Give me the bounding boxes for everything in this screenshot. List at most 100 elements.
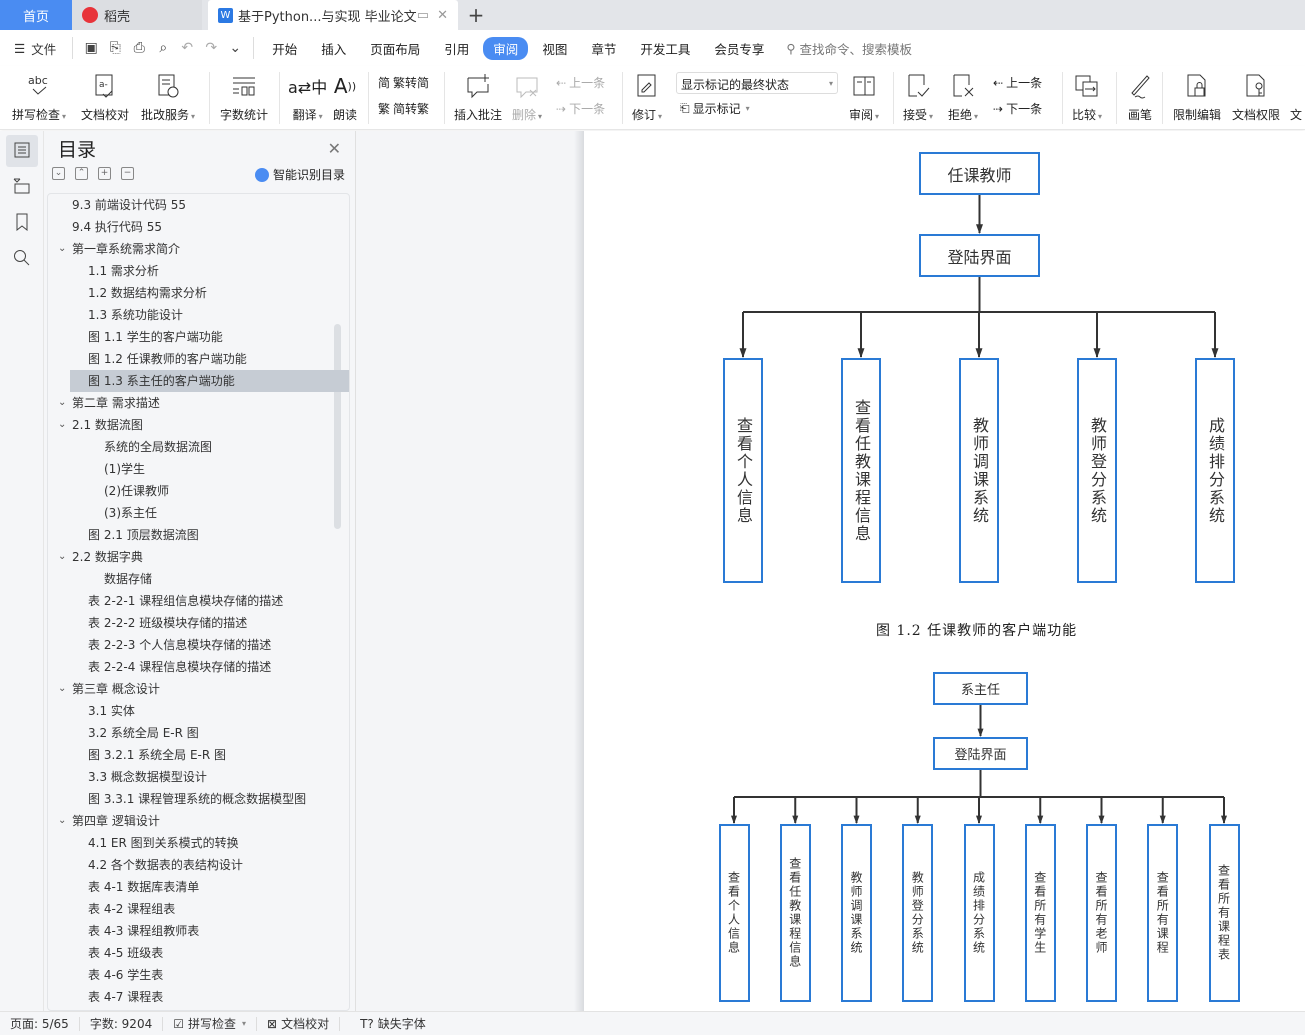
toc-item[interactable]: (3)系主任 (48, 502, 349, 524)
toc-item[interactable]: 1.3 系统功能设计 (48, 304, 349, 326)
next-comment-button[interactable]: ⇢下一条 (556, 100, 605, 117)
export-pdf-icon[interactable]: ⎘ (109, 40, 121, 56)
translate-button[interactable]: a⇄中翻译▾ (288, 70, 327, 123)
toc-item[interactable]: 图 2.1 顶层数据流图 (48, 524, 349, 546)
new-tab-button[interactable]: + (467, 3, 485, 27)
toc-item[interactable]: ⌄2.2 数据字典 (48, 546, 349, 568)
toc-item[interactable]: 表 2-2-1 课程组信息模块存储的描述 (48, 590, 349, 612)
undo-icon[interactable]: ↶ (181, 40, 194, 56)
next-change-button[interactable]: ⇢下一条 (993, 100, 1042, 117)
toc-item[interactable]: 图 1.2 任课教师的客户端功能 (48, 348, 349, 370)
pen-button[interactable]: 画笔 (1127, 70, 1153, 123)
toc-item[interactable]: 图 3.2.1 系统全局 E-R 图 (48, 744, 349, 766)
toc-item[interactable]: 3.3 概念数据模型设计 (48, 766, 349, 788)
expand-all-icon[interactable]: + (98, 167, 111, 180)
simp-to-trad-button[interactable]: 繁简转繁 (378, 100, 429, 117)
spell-check-status[interactable]: ☑拼写检查▾ (163, 1016, 258, 1031)
correction-service-button[interactable]: 批改服务▾ (141, 70, 195, 123)
file-menu[interactable]: ☰文件 (0, 39, 66, 58)
toc-item[interactable]: 3.1 实体 (48, 700, 349, 722)
toc-item[interactable]: 4.1 ER 图到关系模式的转换 (48, 832, 349, 854)
collapse-all-icon[interactable]: − (121, 167, 134, 180)
document-page[interactable]: 图 1.2 任课教师的客户端功能 任课教师登陆界面查看个人信息查看任教课程信息教… (584, 131, 1305, 1011)
show-markup-button[interactable]: ⎗显示标记▾ (680, 101, 750, 116)
menu-developer[interactable]: 开发工具 (640, 41, 691, 57)
missing-fonts-status[interactable]: T?缺失字体 (350, 1017, 436, 1032)
command-search[interactable]: ⚲查找命令、搜索模板 (786, 39, 912, 58)
toc-item[interactable]: 表 2-2-2 班级模块存储的描述 (48, 612, 349, 634)
toc-item[interactable]: 表 4-6 学生表 (48, 964, 349, 986)
toc-item[interactable]: 图 1.1 学生的客户端功能 (48, 326, 349, 348)
insert-comment-button[interactable]: 插入批注 (454, 70, 502, 123)
menu-references[interactable]: 引用 (444, 41, 470, 57)
bookmark-nav-button[interactable] (6, 207, 38, 239)
redo-icon[interactable]: ↷ (205, 40, 218, 56)
toc-item[interactable]: (2)任课教师 (48, 480, 349, 502)
toc-item[interactable]: ⌄第二章 需求描述 (48, 392, 349, 414)
delete-comment-button[interactable]: 删除▾ (512, 70, 542, 123)
chevron-down-icon[interactable]: ⌄ (58, 243, 67, 254)
toc-item[interactable]: 表 4-3 课程组教师表 (48, 920, 349, 942)
toc-item[interactable]: ⌄第四章 逻辑设计 (48, 810, 349, 832)
toc-item[interactable]: 系统的全局数据流图 (48, 436, 349, 458)
markup-state-select[interactable]: 显示标记的最终状态▾ (676, 72, 838, 94)
doc-proof-button[interactable]: a-文档校对 (81, 70, 129, 123)
close-icon[interactable]: ✕ (327, 139, 341, 158)
toc-item[interactable]: ⌄第一章系统需求简介 (48, 238, 349, 260)
toc-item[interactable]: 9.3 前端设计代码 55 (48, 194, 349, 216)
smart-toc-button[interactable]: 智能识别目录 (254, 166, 345, 183)
menu-insert[interactable]: 插入 (321, 41, 347, 57)
menu-chapter[interactable]: 章节 (591, 41, 617, 57)
chevron-down-icon[interactable]: ⌄ (58, 551, 67, 562)
chevron-down-icon[interactable]: ⌄ (58, 419, 67, 430)
accept-button[interactable]: 接受▾ (903, 70, 933, 123)
reject-button[interactable]: 拒绝▾ (948, 70, 978, 123)
collapse-up-icon[interactable]: ⌃ (75, 167, 88, 180)
toc-item[interactable]: ⌄2.1 数据流图 (48, 414, 349, 436)
read-aloud-button[interactable]: A))朗读 (333, 70, 357, 123)
toc-item[interactable]: (1)学生 (48, 458, 349, 480)
menu-page-layout[interactable]: 页面布局 (370, 41, 421, 57)
prev-change-button[interactable]: ⇠上一条 (993, 74, 1042, 91)
tab-document[interactable]: W 基于Python...与实现 毕业论文 ▭✕ (208, 0, 458, 30)
toc-nav-button[interactable] (5, 135, 38, 167)
print-preview-icon[interactable]: ⌕ (159, 40, 168, 56)
toc-item[interactable]: 3.2 系统全局 E-R 图 (48, 722, 349, 744)
word-count-status[interactable]: 字数: 9204 (80, 1016, 164, 1031)
chevron-down-icon[interactable]: ⌄ (58, 683, 67, 694)
chapter-nav-button[interactable] (6, 171, 38, 203)
toc-item[interactable]: 4.2 各个数据表的表结构设计 (48, 854, 349, 876)
print-icon[interactable]: ⎙ (133, 40, 145, 56)
toc-item[interactable]: 1.1 需求分析 (48, 260, 349, 282)
toc-item[interactable]: 表 4-1 数据库表清单 (48, 876, 349, 898)
tab-home[interactable]: 首页 (0, 0, 72, 30)
toc-item[interactable]: 表 4-2 课程组表 (48, 898, 349, 920)
toc-item[interactable]: 1.2 数据结构需求分析 (48, 282, 349, 304)
menu-membership[interactable]: 会员专享 (714, 41, 765, 57)
chevron-down-icon[interactable]: ⌄ (58, 397, 67, 408)
trad-to-simp-button[interactable]: 简繁转简 (378, 74, 429, 91)
close-tab-icon[interactable]: ✕ (437, 7, 448, 23)
toc-item[interactable]: 表 4-7 课程表 (48, 986, 349, 1008)
doc-permission-button[interactable]: 文档权限 (1232, 70, 1280, 123)
menu-review[interactable]: 审阅 (483, 36, 529, 60)
float-window-icon[interactable]: ▭ (416, 7, 430, 23)
tab-daoke[interactable]: 稻壳 (72, 0, 202, 30)
prev-comment-button[interactable]: ⇠上一条 (556, 74, 605, 91)
expand-down-icon[interactable]: ⌄ (52, 167, 65, 180)
track-changes-button[interactable]: 修订▾ (632, 70, 662, 123)
toc-item[interactable]: 表 2-2-3 个人信息模块存储的描述 (48, 634, 349, 656)
doc-proof-status[interactable]: ⊠文档校对 (257, 1016, 341, 1031)
compare-button[interactable]: 比较▾ (1072, 70, 1102, 123)
save-icon[interactable]: ▣ (84, 40, 98, 56)
toc-scrollbar[interactable] (334, 324, 341, 529)
toc-item[interactable]: 图 1.3 系主任的客户端功能 (70, 370, 349, 392)
menu-view[interactable]: 视图 (542, 41, 568, 57)
toc-item[interactable]: 表 2-2-4 课程信息模块存储的描述 (48, 656, 349, 678)
page-indicator[interactable]: 页面: 5/65 (0, 1016, 80, 1031)
toc-item[interactable]: 表 4-5 班级表 (48, 942, 349, 964)
chevron-down-icon[interactable]: ⌄ (58, 815, 67, 826)
review-pane-button[interactable]: 审阅▾ (849, 70, 879, 123)
doc-more-button[interactable]: 文 (1290, 70, 1302, 123)
